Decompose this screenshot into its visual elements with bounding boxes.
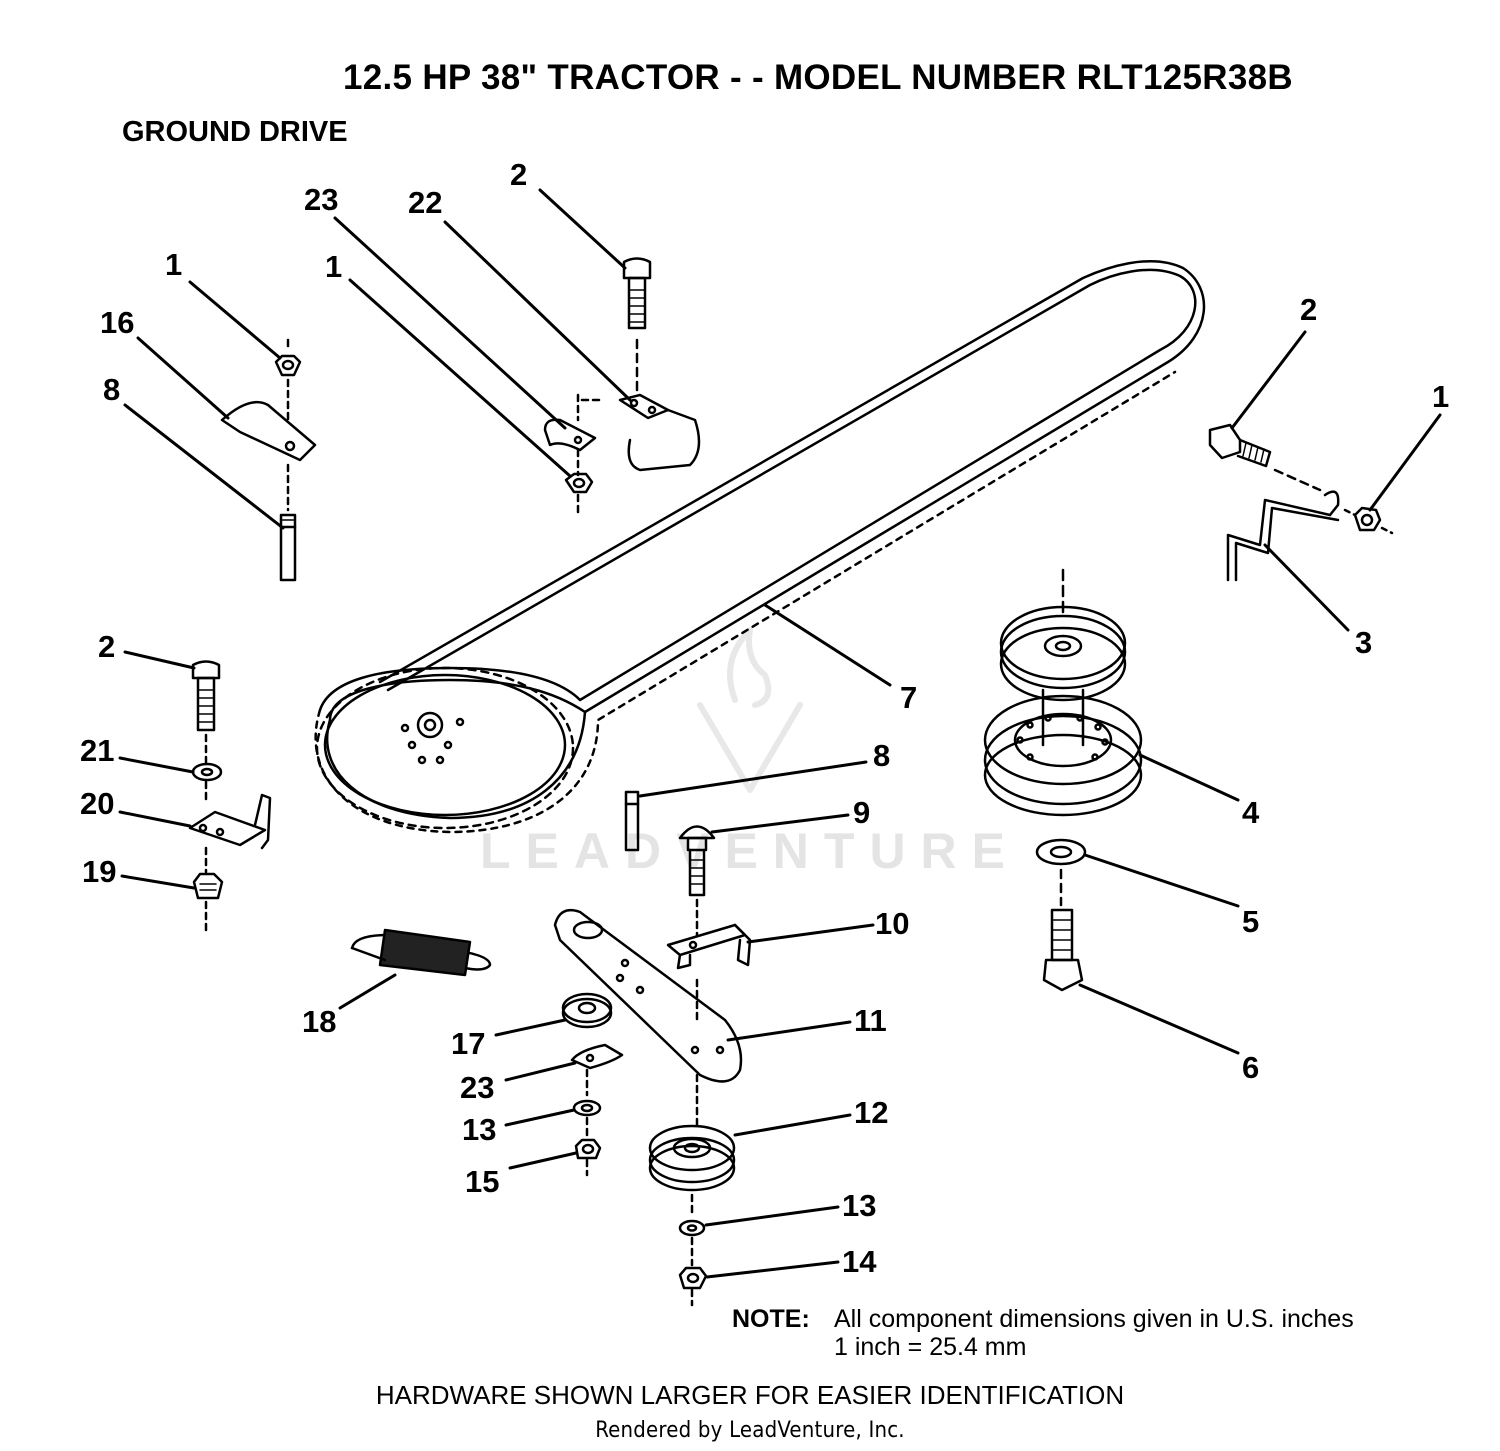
drive-belt [314,260,1206,834]
leader-lines [118,188,1442,1279]
section-title: GROUND DRIVE [122,116,348,148]
callout-1-mid: 1 [325,249,342,284]
callout-17: 17 [451,1026,485,1061]
lower-left-stack [561,992,624,1177]
callout-5: 5 [1242,904,1259,939]
left-bolt-stack [188,660,272,932]
note-line-2: 1 inch = 25.4 mm [834,1333,1027,1361]
bracket-10 [666,923,752,970]
hook-bracket [576,393,701,472]
callout-23-bottom: 23 [460,1070,494,1105]
rendered-by-credit: Rendered by LeadVenture, Inc. [595,1418,905,1443]
callout-8-mid: 8 [873,738,890,773]
spring [350,928,492,977]
right-rod-assembly [1208,423,1394,582]
callout-10: 10 [875,906,909,941]
callout-18: 18 [302,1004,336,1039]
callout-20: 20 [80,786,114,821]
callout-15: 15 [465,1164,499,1199]
note-line-1: All component dimensions given in U.S. i… [834,1305,1354,1333]
callout-14: 14 [842,1244,877,1279]
callout-3: 3 [1355,625,1372,660]
center-bolts [624,790,716,937]
callout-21: 21 [80,733,114,768]
clip-top [543,418,597,517]
idler-pulley-stack [648,1124,736,1307]
callout-7: 7 [900,680,917,715]
callout-2-top: 2 [510,157,527,192]
footer-text: HARDWARE SHOWN LARGER FOR EASIER IDENTIF… [375,1380,1125,1410]
callout-9: 9 [853,795,870,830]
callout-1-left: 1 [165,247,182,282]
callout-2-right: 2 [1300,292,1317,327]
callout-23-top: 23 [304,182,338,217]
watermark-logo [697,627,803,793]
bolt-top [622,257,652,397]
callout-13-right: 13 [842,1188,876,1223]
callout-13-left: 13 [462,1112,496,1147]
callout-2-left: 2 [98,629,115,664]
callout-19: 19 [82,854,116,889]
note-label: NOTE: [732,1305,810,1333]
idler-arm [553,908,743,1127]
page-title: 12.5 HP 38" TRACTOR - - MODEL NUMBER RLT… [343,58,1293,97]
callout-8-left: 8 [103,372,120,407]
left-clamp-assembly [220,338,317,582]
callout-11: 11 [854,1003,887,1038]
callout-labels: 2 23 22 1 1 16 8 2 1 3 7 4 5 6 2 21 20 1… [80,157,1449,1279]
callout-4: 4 [1242,795,1260,830]
callout-1-right: 1 [1432,379,1449,414]
washer-and-bolt-right [1035,838,1087,992]
callout-16: 16 [100,305,134,340]
callout-6: 6 [1242,1050,1259,1085]
callout-12: 12 [854,1095,888,1130]
watermark-text: LEADVENTURE [479,823,1021,879]
double-pulley [983,568,1143,817]
callout-22: 22 [408,185,442,220]
